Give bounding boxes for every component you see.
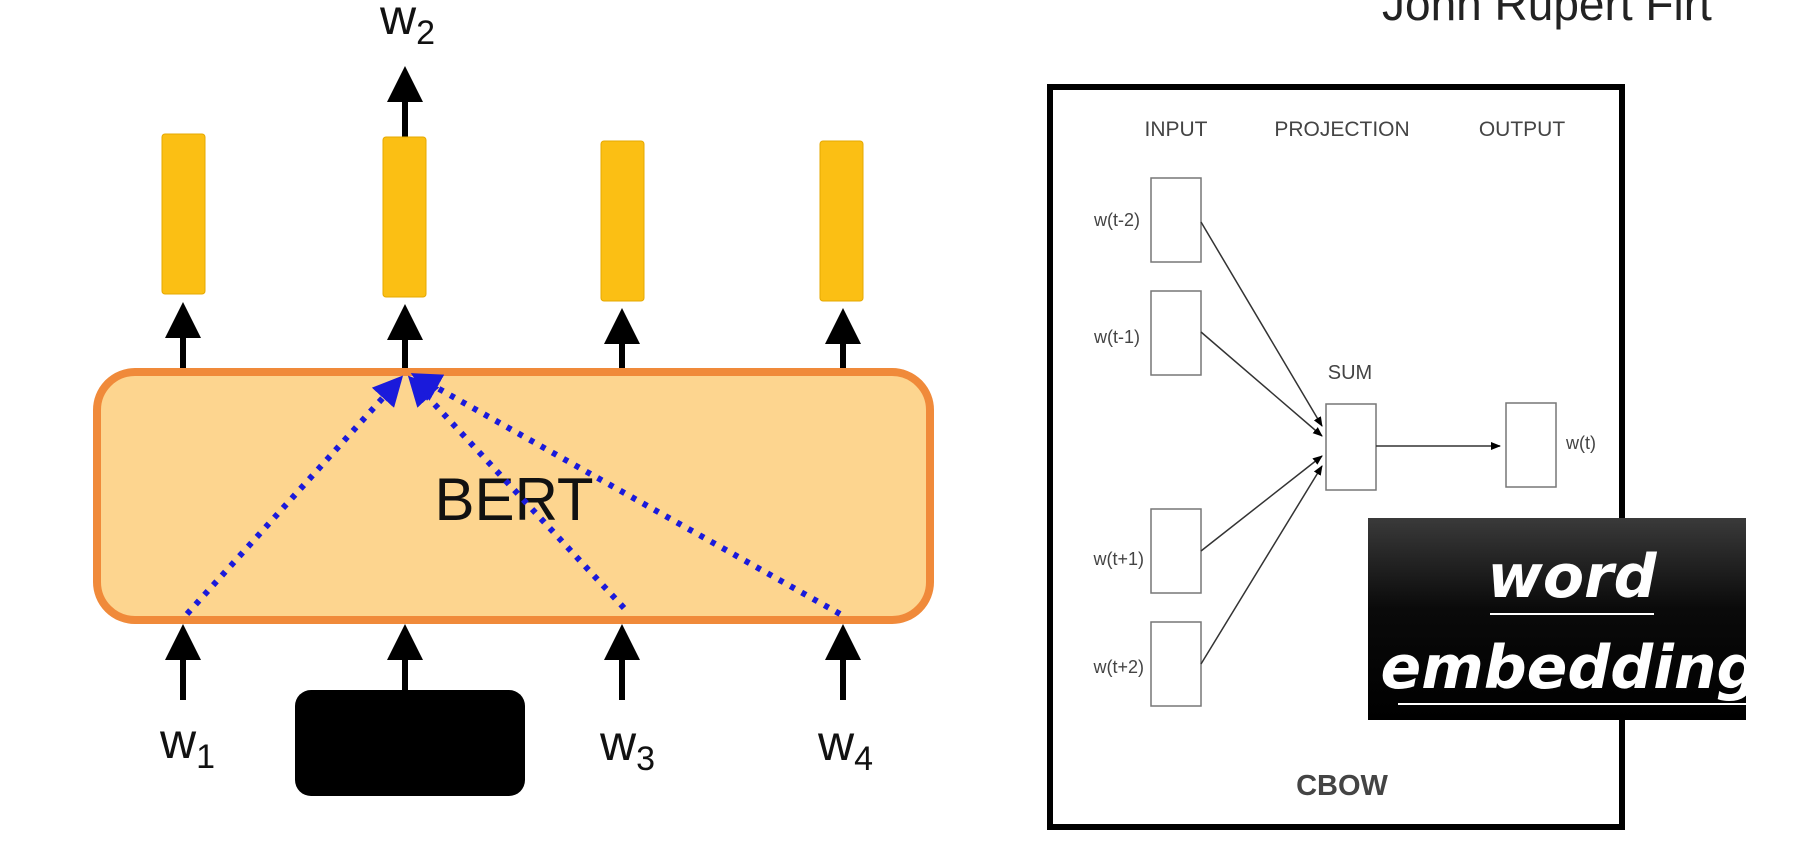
speaker-name-text: John Rupert Firt	[1382, 0, 1712, 30]
input-token-w4: w4	[817, 715, 873, 778]
cbow-input-box-4	[1150, 621, 1202, 707]
cbow-sum-box	[1325, 403, 1377, 491]
cbow-input-label-1: w(t-2)	[1093, 210, 1140, 230]
cbow-input-label-4: w(t+2)	[1092, 657, 1144, 677]
cbow-input-box-2	[1150, 290, 1202, 376]
output-vector-4	[819, 140, 864, 302]
output-vector-2	[382, 136, 427, 298]
cbow-input-box-1	[1150, 177, 1202, 263]
cbow-input-box-3	[1150, 508, 1202, 594]
cbow-output-box	[1505, 402, 1557, 488]
attention-lines	[184, 373, 842, 617]
attention-line-w1	[184, 375, 404, 617]
bert-diagram: w2 BERT w1 w3	[93, 0, 934, 796]
badge-line-2: embedding	[1381, 633, 1760, 703]
badge-line-1: word	[1487, 542, 1657, 612]
cbow-col-projection: PROJECTION	[1274, 118, 1409, 141]
cbow-col-input: INPUT	[1145, 118, 1208, 141]
cbow-input-label-3: w(t+1)	[1092, 549, 1144, 569]
output-vector-3	[600, 140, 645, 302]
bert-box	[93, 368, 934, 624]
input-token-w1: w1	[159, 713, 215, 776]
output-vector-1	[161, 133, 206, 295]
badge-background	[1368, 518, 1746, 720]
cbow-edge-2	[1200, 331, 1323, 437]
cbow-output-label: w(t)	[1565, 433, 1596, 453]
cbow-sum-label: SUM	[1328, 362, 1372, 384]
cbow-col-output: OUTPUT	[1479, 118, 1566, 141]
cbow-caption: CBOW	[1296, 770, 1388, 802]
cbow-input-label-2: w(t-1)	[1093, 327, 1140, 347]
cbow-connections	[1200, 221, 1501, 665]
input-token-w3: w3	[599, 715, 655, 778]
masked-token-block	[295, 690, 525, 796]
bert-label: BERT	[435, 466, 594, 533]
cbow-edge-4	[1200, 465, 1323, 665]
attention-line-w4	[410, 373, 842, 617]
word-embedding-badge: word embedding	[1368, 518, 1759, 720]
cbow-edge-3	[1200, 455, 1323, 552]
cbow-edge-1	[1200, 221, 1323, 427]
output-token-w2: w2	[379, 0, 435, 52]
